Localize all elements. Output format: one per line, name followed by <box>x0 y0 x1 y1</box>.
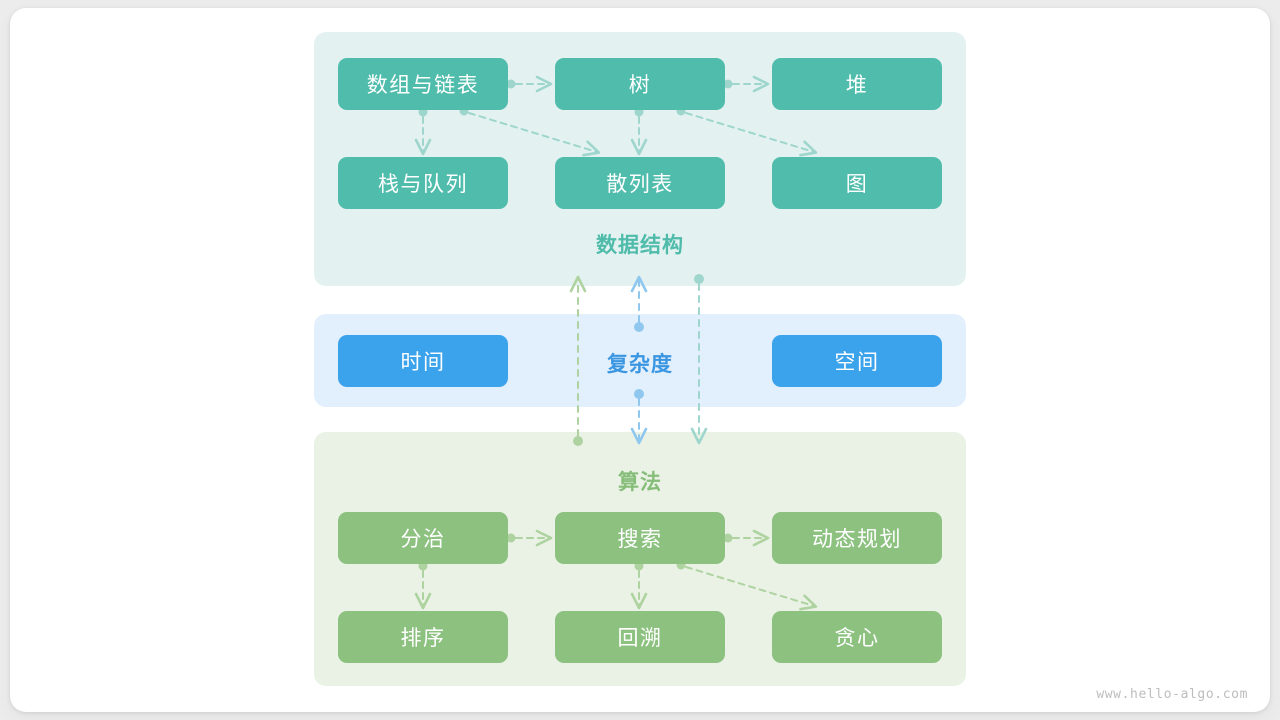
node-array-linkedlist[interactable]: 数组与链表 <box>338 58 508 110</box>
node-space-complexity[interactable]: 空间 <box>772 335 942 387</box>
section-title-data-structure: 数据结构 <box>596 234 684 257</box>
node-time-complexity[interactable]: 时间 <box>338 335 508 387</box>
node-tree[interactable]: 树 <box>555 58 725 110</box>
node-hash-table[interactable]: 散列表 <box>555 157 725 209</box>
node-dynamic-programming[interactable]: 动态规划 <box>772 512 942 564</box>
node-stack-queue[interactable]: 栈与队列 <box>338 157 508 209</box>
section-title-algorithm: 算法 <box>618 471 662 494</box>
section-title-complexity: 复杂度 <box>607 353 673 376</box>
node-greedy[interactable]: 贪心 <box>772 611 942 663</box>
site-watermark: www.hello-algo.com <box>1096 687 1248 702</box>
node-sorting[interactable]: 排序 <box>338 611 508 663</box>
node-searching[interactable]: 搜索 <box>555 512 725 564</box>
node-graph[interactable]: 图 <box>772 157 942 209</box>
node-heap[interactable]: 堆 <box>772 58 942 110</box>
node-divide-and-conquer[interactable]: 分治 <box>338 512 508 564</box>
node-backtracking[interactable]: 回溯 <box>555 611 725 663</box>
